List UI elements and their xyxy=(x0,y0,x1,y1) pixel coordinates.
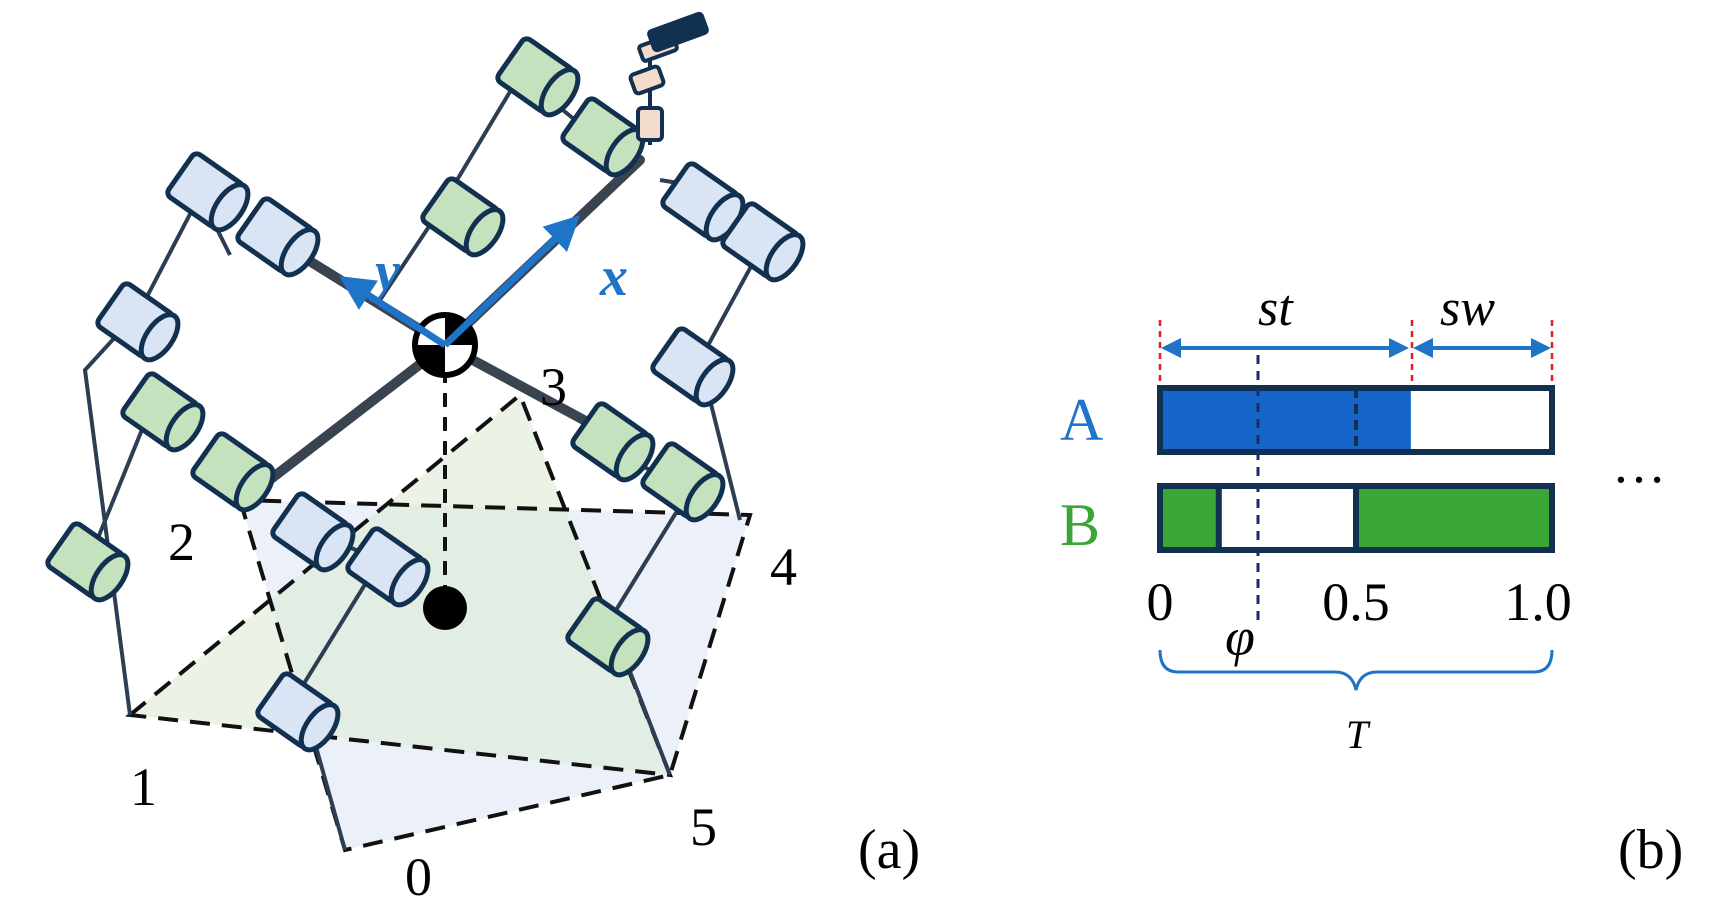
gait-row-a xyxy=(1157,385,1555,455)
period-label: T xyxy=(1346,712,1371,757)
tick-1-0: 1.0 xyxy=(1504,572,1572,632)
leg-number-5: 5 xyxy=(690,797,717,857)
row-label-b: B xyxy=(1060,492,1100,558)
ellipsis: … xyxy=(1612,434,1666,494)
com-ground-point xyxy=(423,586,467,630)
leg-number-3: 3 xyxy=(540,357,567,417)
axis-x-arrow xyxy=(442,215,581,348)
phase-symbol: φ xyxy=(1225,607,1255,667)
joint-cylinders-green xyxy=(45,36,726,678)
sensor-mast-icon xyxy=(628,11,709,145)
gait-row-a-stance-segment xyxy=(1160,388,1411,452)
axis-y-label: y xyxy=(369,241,401,303)
gait-row-b-stance-segment-1 xyxy=(1160,486,1219,550)
tick-0: 0 xyxy=(1147,572,1174,632)
period-brace xyxy=(1158,649,1554,691)
leg-number-2: 2 xyxy=(168,512,195,572)
row-label-a: A xyxy=(1060,387,1103,453)
swing-label: sw xyxy=(1440,280,1495,337)
axis-x-label: x xyxy=(599,246,628,308)
panel-b-gait-diagram: st sw A B φ 0 0.5 1.0 T … xyxy=(1060,280,1683,881)
leg-number-4: 4 xyxy=(770,537,797,597)
panel-b-caption: (b) xyxy=(1618,819,1683,881)
tick-0-5: 0.5 xyxy=(1322,572,1390,632)
gait-row-b xyxy=(1157,483,1555,553)
leg-number-0: 0 xyxy=(405,847,432,907)
joint-cylinders-blue xyxy=(95,151,806,753)
support-polygon-green-outline xyxy=(125,391,674,778)
panel-a-caption: (a) xyxy=(858,819,920,881)
gait-row-b-stance-segment-2 xyxy=(1356,486,1552,550)
stance-label: st xyxy=(1258,280,1294,337)
panel-a-robot: x y 0 1 2 3 4 5 (a) xyxy=(45,11,920,907)
leg-number-1: 1 xyxy=(130,757,157,817)
axis-y-arrow xyxy=(339,276,447,348)
